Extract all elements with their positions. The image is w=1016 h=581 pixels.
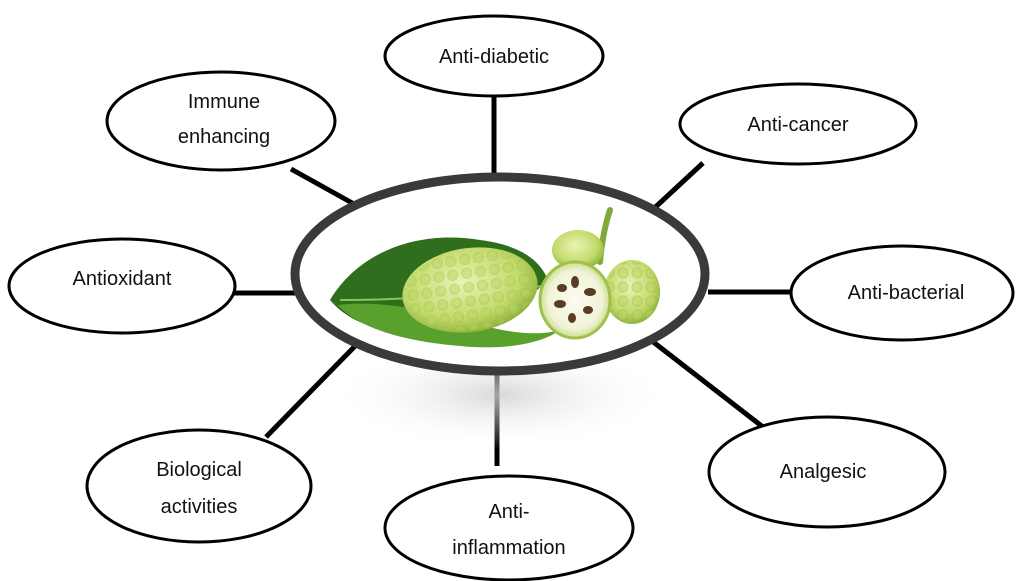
noni-fruit-small-texture — [605, 261, 659, 323]
node-label: inflammation — [452, 537, 565, 559]
node-ellipse — [107, 72, 335, 170]
node-label: Anti-cancer — [747, 114, 848, 136]
node-analgesic: Analgesic — [709, 417, 945, 527]
node-ellipse — [87, 430, 311, 542]
center-hub — [295, 177, 705, 450]
node-label: Biological — [156, 459, 242, 481]
node-label: enhancing — [178, 126, 270, 148]
noni-fruit-slice — [540, 262, 610, 338]
node-label: Analgesic — [780, 461, 867, 483]
node-anti-cancer: Anti-cancer — [680, 84, 916, 164]
node-anti-diabetic: Anti-diabetic — [385, 16, 603, 96]
connector-analgesic — [652, 341, 772, 434]
node-anti-inflammation: Anti- inflammation — [385, 476, 633, 580]
node-label: Immune — [188, 91, 260, 113]
node-label: Anti- — [488, 501, 529, 523]
node-label: Antioxidant — [73, 268, 172, 290]
node-antioxidant: Antioxidant — [9, 239, 235, 333]
node-label: Anti-bacterial — [848, 282, 965, 304]
node-biological-activities: Biological activities — [87, 430, 311, 542]
node-immune-enhancing: Immune enhancing — [107, 72, 335, 170]
node-label: Anti-diabetic — [439, 46, 549, 68]
node-anti-bacterial: Anti-bacterial — [791, 246, 1013, 340]
node-label: activities — [161, 496, 238, 518]
node-ellipse — [385, 476, 633, 580]
